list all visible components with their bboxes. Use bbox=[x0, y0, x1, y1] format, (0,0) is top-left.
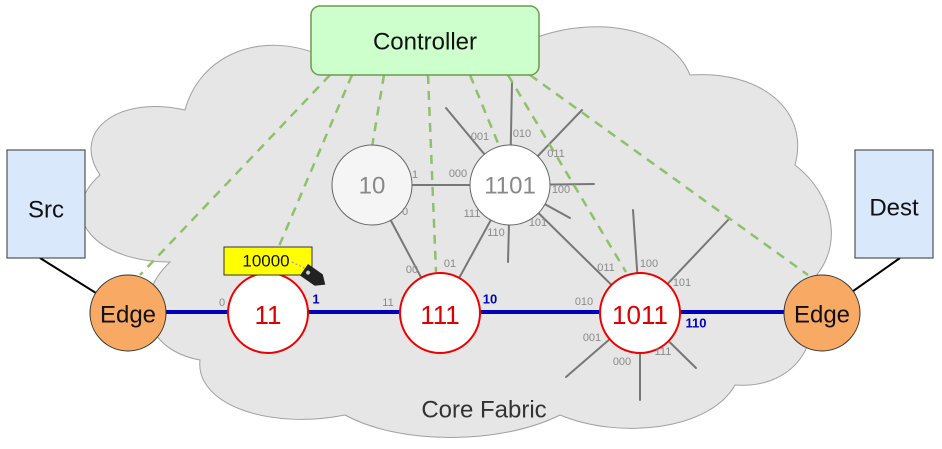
path-port-label: 10 bbox=[483, 292, 497, 307]
edge-left-label: Edge bbox=[100, 302, 156, 329]
port-label: 01 bbox=[444, 258, 456, 270]
port-label: 011 bbox=[547, 148, 565, 160]
src-host[interactable] bbox=[6, 149, 86, 259]
control-links bbox=[139, 73, 809, 277]
port-label: 111 bbox=[464, 208, 481, 220]
port-label: 001 bbox=[471, 131, 489, 143]
port-label: 101 bbox=[673, 277, 691, 289]
path-port-labels: 1 10 110 bbox=[312, 292, 706, 331]
port-label: 010 bbox=[513, 128, 531, 140]
port-label: 001 bbox=[583, 332, 601, 344]
port-label: 010 bbox=[575, 296, 593, 308]
packet-tag: 10000 bbox=[223, 246, 326, 286]
port-label: 1 bbox=[412, 169, 418, 181]
port-label: 11 bbox=[382, 297, 393, 309]
port-label: 011 bbox=[597, 262, 615, 274]
port-label: 110 bbox=[487, 227, 505, 239]
port-label: 000 bbox=[449, 168, 467, 180]
dest-host[interactable] bbox=[854, 149, 934, 259]
edge-node-left[interactable] bbox=[89, 274, 167, 352]
core-fabric-label: Core Fabric bbox=[421, 397, 546, 424]
path-port-label: 1 bbox=[312, 292, 319, 307]
switch-10[interactable] bbox=[331, 144, 413, 226]
switch-1101[interactable] bbox=[469, 144, 551, 226]
packet-tag-label: 10000 bbox=[242, 252, 289, 271]
dest-label: Dest bbox=[869, 195, 919, 222]
port-label: 000 bbox=[613, 356, 631, 368]
port-labels: 0 11 00 01 010 011 100 101 001 000 111 1… bbox=[219, 128, 691, 368]
port-label: 00 bbox=[406, 264, 418, 276]
packet-tag-box bbox=[223, 246, 313, 276]
packet-tag-string bbox=[291, 261, 309, 271]
switch-111-label: 111 bbox=[420, 300, 460, 330]
src-label: Src bbox=[28, 197, 64, 224]
port-label: 100 bbox=[552, 184, 570, 196]
switch-1011-label: 1011 bbox=[612, 300, 668, 330]
port-label: 100 bbox=[640, 258, 658, 270]
switch-1011[interactable] bbox=[599, 272, 681, 354]
port-label: 101 bbox=[529, 217, 547, 229]
tag-icon bbox=[299, 264, 326, 286]
controller-label: Controller bbox=[373, 29, 477, 56]
switch-111[interactable] bbox=[399, 272, 481, 354]
controller-box[interactable] bbox=[310, 5, 540, 76]
port-label: 0 bbox=[219, 297, 225, 309]
switch-1101-label: 1101 bbox=[484, 173, 536, 200]
edge-right-label: Edge bbox=[794, 302, 850, 329]
switch-11-label: 11 bbox=[255, 300, 282, 330]
port-label: 0 bbox=[402, 206, 408, 218]
edge-node-right[interactable] bbox=[783, 274, 861, 352]
port-label: 111 bbox=[655, 346, 672, 358]
switch-10-label: 10 bbox=[359, 173, 386, 200]
path-port-label: 110 bbox=[686, 316, 707, 331]
